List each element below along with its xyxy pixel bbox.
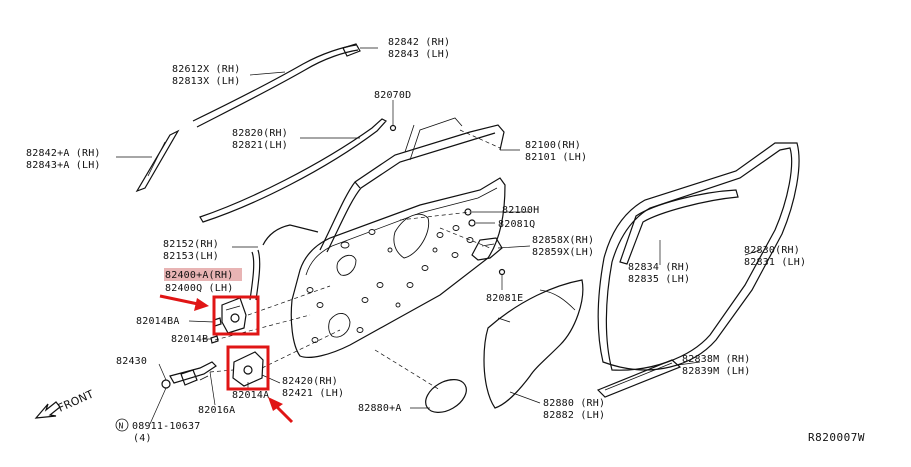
callout-82612x-line1: 82612X (RH) xyxy=(172,64,240,75)
corner-trim-82842 xyxy=(342,43,361,57)
callout-82880: 82880 (RH) 82882 (LH) xyxy=(543,398,605,421)
callout-82838m: 82838M (RH) 82839M (LH) xyxy=(682,354,750,377)
callout-82100-line2: 82101 (LH) xyxy=(525,152,587,163)
clip-82081e xyxy=(498,268,506,276)
door-sash-82100 xyxy=(319,117,505,253)
callout-82612x-line2: 82813X (LH) xyxy=(172,76,240,87)
clip-82100h xyxy=(464,208,472,216)
callout-82014a: 82014A xyxy=(232,390,269,401)
callout-82858x-line1: 82858X(RH) xyxy=(532,235,594,246)
callout-82612x: 82612X (RH) 82813X (LH) xyxy=(172,64,240,87)
highlight-box-handle xyxy=(226,345,270,391)
callout-82152-line2: 82153(LH) xyxy=(163,251,219,262)
callout-82081e: 82081E xyxy=(486,293,523,304)
callout-82014ba-line1: 82014BA xyxy=(136,316,180,327)
callout-82152: 82152(RH) 82153(LH) xyxy=(163,239,219,262)
callout-82420-line2: 82421 (LH) xyxy=(282,388,344,399)
callout-82842-line1: 82842 (RH) xyxy=(388,37,450,48)
red-arrow-lock xyxy=(159,294,209,311)
clip-82081q xyxy=(468,219,476,227)
door-inner-panel xyxy=(290,177,506,358)
callout-82070d: 82070D xyxy=(374,90,411,101)
callout-82081q-line1: 82081Q xyxy=(498,219,535,230)
callout-82152-line1: 82152(RH) xyxy=(163,239,219,250)
body-weatherstrip-82830 xyxy=(597,142,800,371)
label-highlight xyxy=(164,268,242,281)
callout-82842a-line1: 82842+A (RH) xyxy=(26,148,101,159)
front-pillar-trim xyxy=(135,129,180,193)
callout-82100h-line1: 82100H xyxy=(502,205,539,216)
callout-82820-line1: 82820(RH) xyxy=(232,128,288,139)
assembly-lines xyxy=(209,129,501,391)
callout-82842-line2: 82843 (LH) xyxy=(388,49,450,60)
callout-82014b-line1: 82014B xyxy=(171,334,208,345)
callout-82820-line2: 82821(LH) xyxy=(232,140,288,151)
callout-82100h: 82100H xyxy=(502,205,539,216)
sealing-screen-82880 xyxy=(483,279,584,409)
callout-08911: N 08911-10637 (4) xyxy=(115,418,200,444)
callout-82430: 82430 xyxy=(116,356,147,367)
callout-82834-line2: 82835 (LH) xyxy=(628,274,690,285)
callout-82830: 82830(RH) 82831 (LH) xyxy=(744,245,806,268)
callout-82014ba: 82014BA xyxy=(136,316,180,327)
callout-82014a-line1: 82014A xyxy=(232,390,269,401)
callout-08911-line1: 08911-10637 xyxy=(132,421,200,432)
callout-82430-line1: 82430 xyxy=(116,356,147,367)
callout-82880-line2: 82882 (LH) xyxy=(543,410,605,421)
callout-82842a: 82842+A (RH) 82843+A (LH) xyxy=(26,148,101,171)
red-arrow-handle xyxy=(268,397,294,424)
callout-82014b: 82014B xyxy=(171,334,208,345)
callout-82100: 82100(RH) 82101 (LH) xyxy=(525,140,587,163)
drip-molding-82834 xyxy=(619,189,739,265)
callout-82858x: 82858X(RH) 82859X(LH) xyxy=(532,235,594,258)
leader-lines xyxy=(116,47,761,425)
callout-82081q: 82081Q xyxy=(498,219,535,230)
bolt-symbol-letter: N xyxy=(119,422,124,431)
callout-08911-line2: (4) xyxy=(133,433,152,444)
callout-82420: 82420(RH) 82421 (LH) xyxy=(282,376,344,399)
callout-82838m-line1: 82838M (RH) xyxy=(682,354,750,365)
front-direction-indicator: FRONT xyxy=(34,387,96,419)
callout-82100-line1: 82100(RH) xyxy=(525,140,581,151)
callout-82400-line1: 82400+A(RH) xyxy=(165,270,233,281)
cover-82880a xyxy=(425,379,467,413)
callout-82880a-line1: 82880+A xyxy=(358,403,402,414)
callout-82081e-line1: 82081E xyxy=(486,293,523,304)
clip-82014b xyxy=(210,335,219,344)
rocker-seal-82838m xyxy=(596,359,682,398)
callout-82858x-line2: 82859X(LH) xyxy=(532,247,594,258)
callout-82016a-line1: 82016A xyxy=(198,405,235,416)
door-check-82430 xyxy=(161,361,217,389)
callout-82838m-line2: 82839M (LH) xyxy=(682,366,750,377)
bolt-symbol-icon xyxy=(115,418,129,432)
callout-82400-line2: 82400Q (LH) xyxy=(165,283,233,294)
door-lock-82400 xyxy=(221,297,247,334)
highlight-box-lock xyxy=(212,295,260,336)
callout-82830-line1: 82830(RH) xyxy=(744,245,800,256)
clip-82070d xyxy=(389,124,397,132)
callout-82880-line1: 82880 (RH) xyxy=(543,398,605,409)
callout-82834-line1: 82834 (RH) xyxy=(628,262,690,273)
diagram-reference: R820007W xyxy=(808,431,865,444)
callout-82070d-line1: 82070D xyxy=(374,90,411,101)
callout-82830-line2: 82831 (LH) xyxy=(744,257,806,268)
front-label: FRONT xyxy=(56,387,96,414)
door-handle-82420 xyxy=(232,351,264,387)
upper-sash-molding xyxy=(192,44,359,128)
front-arrow-icon xyxy=(34,401,61,419)
callout-82842a-line2: 82843+A (LH) xyxy=(26,160,101,171)
callout-82420-line1: 82420(RH) xyxy=(282,376,338,387)
callout-82842: 82842 (RH) 82843 (LH) xyxy=(388,37,450,60)
callout-82400: 82400+A(RH) 82400Q (LH) xyxy=(165,270,233,294)
bracket-82858x xyxy=(471,237,503,261)
belt-molding-82820 xyxy=(199,118,387,223)
callout-82880a: 82880+A xyxy=(358,403,402,414)
callout-82820: 82820(RH) 82821(LH) xyxy=(232,128,288,151)
callout-82016a: 82016A xyxy=(198,405,235,416)
callout-82834: 82834 (RH) 82835 (LH) xyxy=(628,262,690,285)
